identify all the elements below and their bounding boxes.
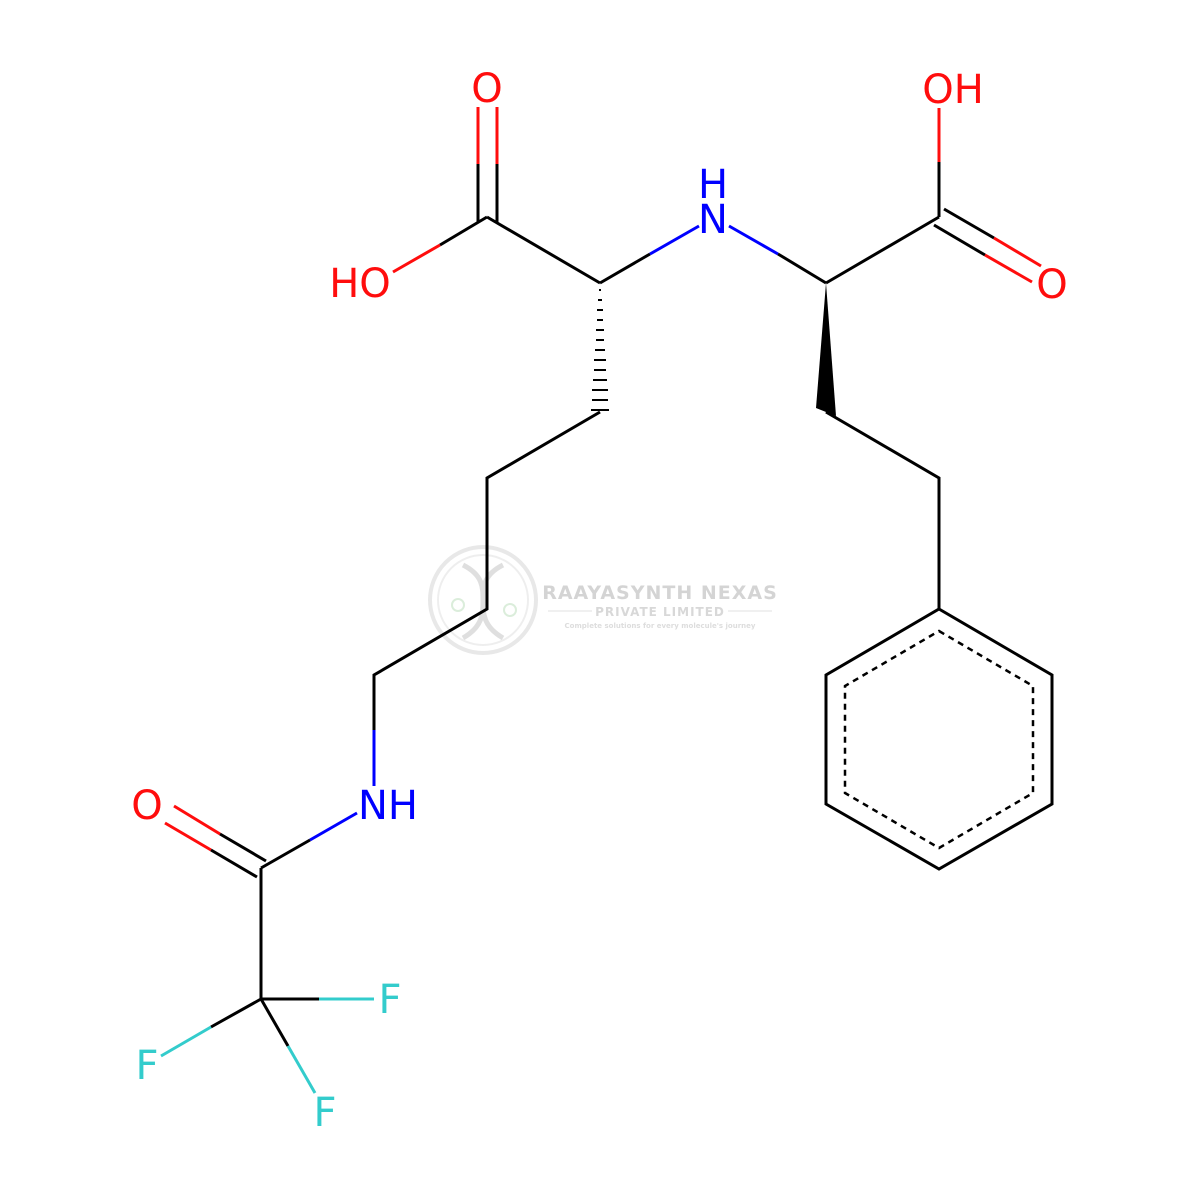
atom-label-amide-nh: NH <box>358 783 418 829</box>
benzene-ring <box>824 607 1054 871</box>
phenethyl-chain <box>825 410 941 609</box>
atom-label-hydrogen: H <box>698 162 728 208</box>
atom-label-oxygen: O <box>1036 262 1067 308</box>
atom-label-hydroxyl: OH <box>922 67 984 113</box>
atom-label-fluorine: F <box>378 977 401 1023</box>
atom-label-oxygen: O <box>471 66 502 112</box>
watermark-tagline: Complete solutions for every molecule's … <box>565 622 756 630</box>
atom-label-hydroxyl: HO <box>329 261 391 307</box>
dna-helix-logo-icon <box>428 545 538 655</box>
right-carboxyl-group <box>825 108 1042 285</box>
solid-wedge-bond <box>816 283 836 416</box>
watermark: RAAYASYNTH NEXAS PRIVATE LIMITED Complet… <box>428 545 778 655</box>
amine-bonds <box>599 224 827 285</box>
left-carboxyl-group <box>392 107 601 285</box>
atom-label-oxygen: O <box>131 783 162 829</box>
alkyl-chain <box>372 410 601 730</box>
hashed-wedge-bond <box>591 289 609 411</box>
atom-label-fluorine: F <box>135 1043 158 1089</box>
trifluoroacetamide-group <box>160 804 374 1094</box>
watermark-subtitle: PRIVATE LIMITED <box>595 605 725 619</box>
atom-label-nitrogen: N <box>698 197 728 243</box>
watermark-company: RAAYASYNTH NEXAS <box>542 582 778 604</box>
atom-label-fluorine: F <box>313 1090 336 1136</box>
